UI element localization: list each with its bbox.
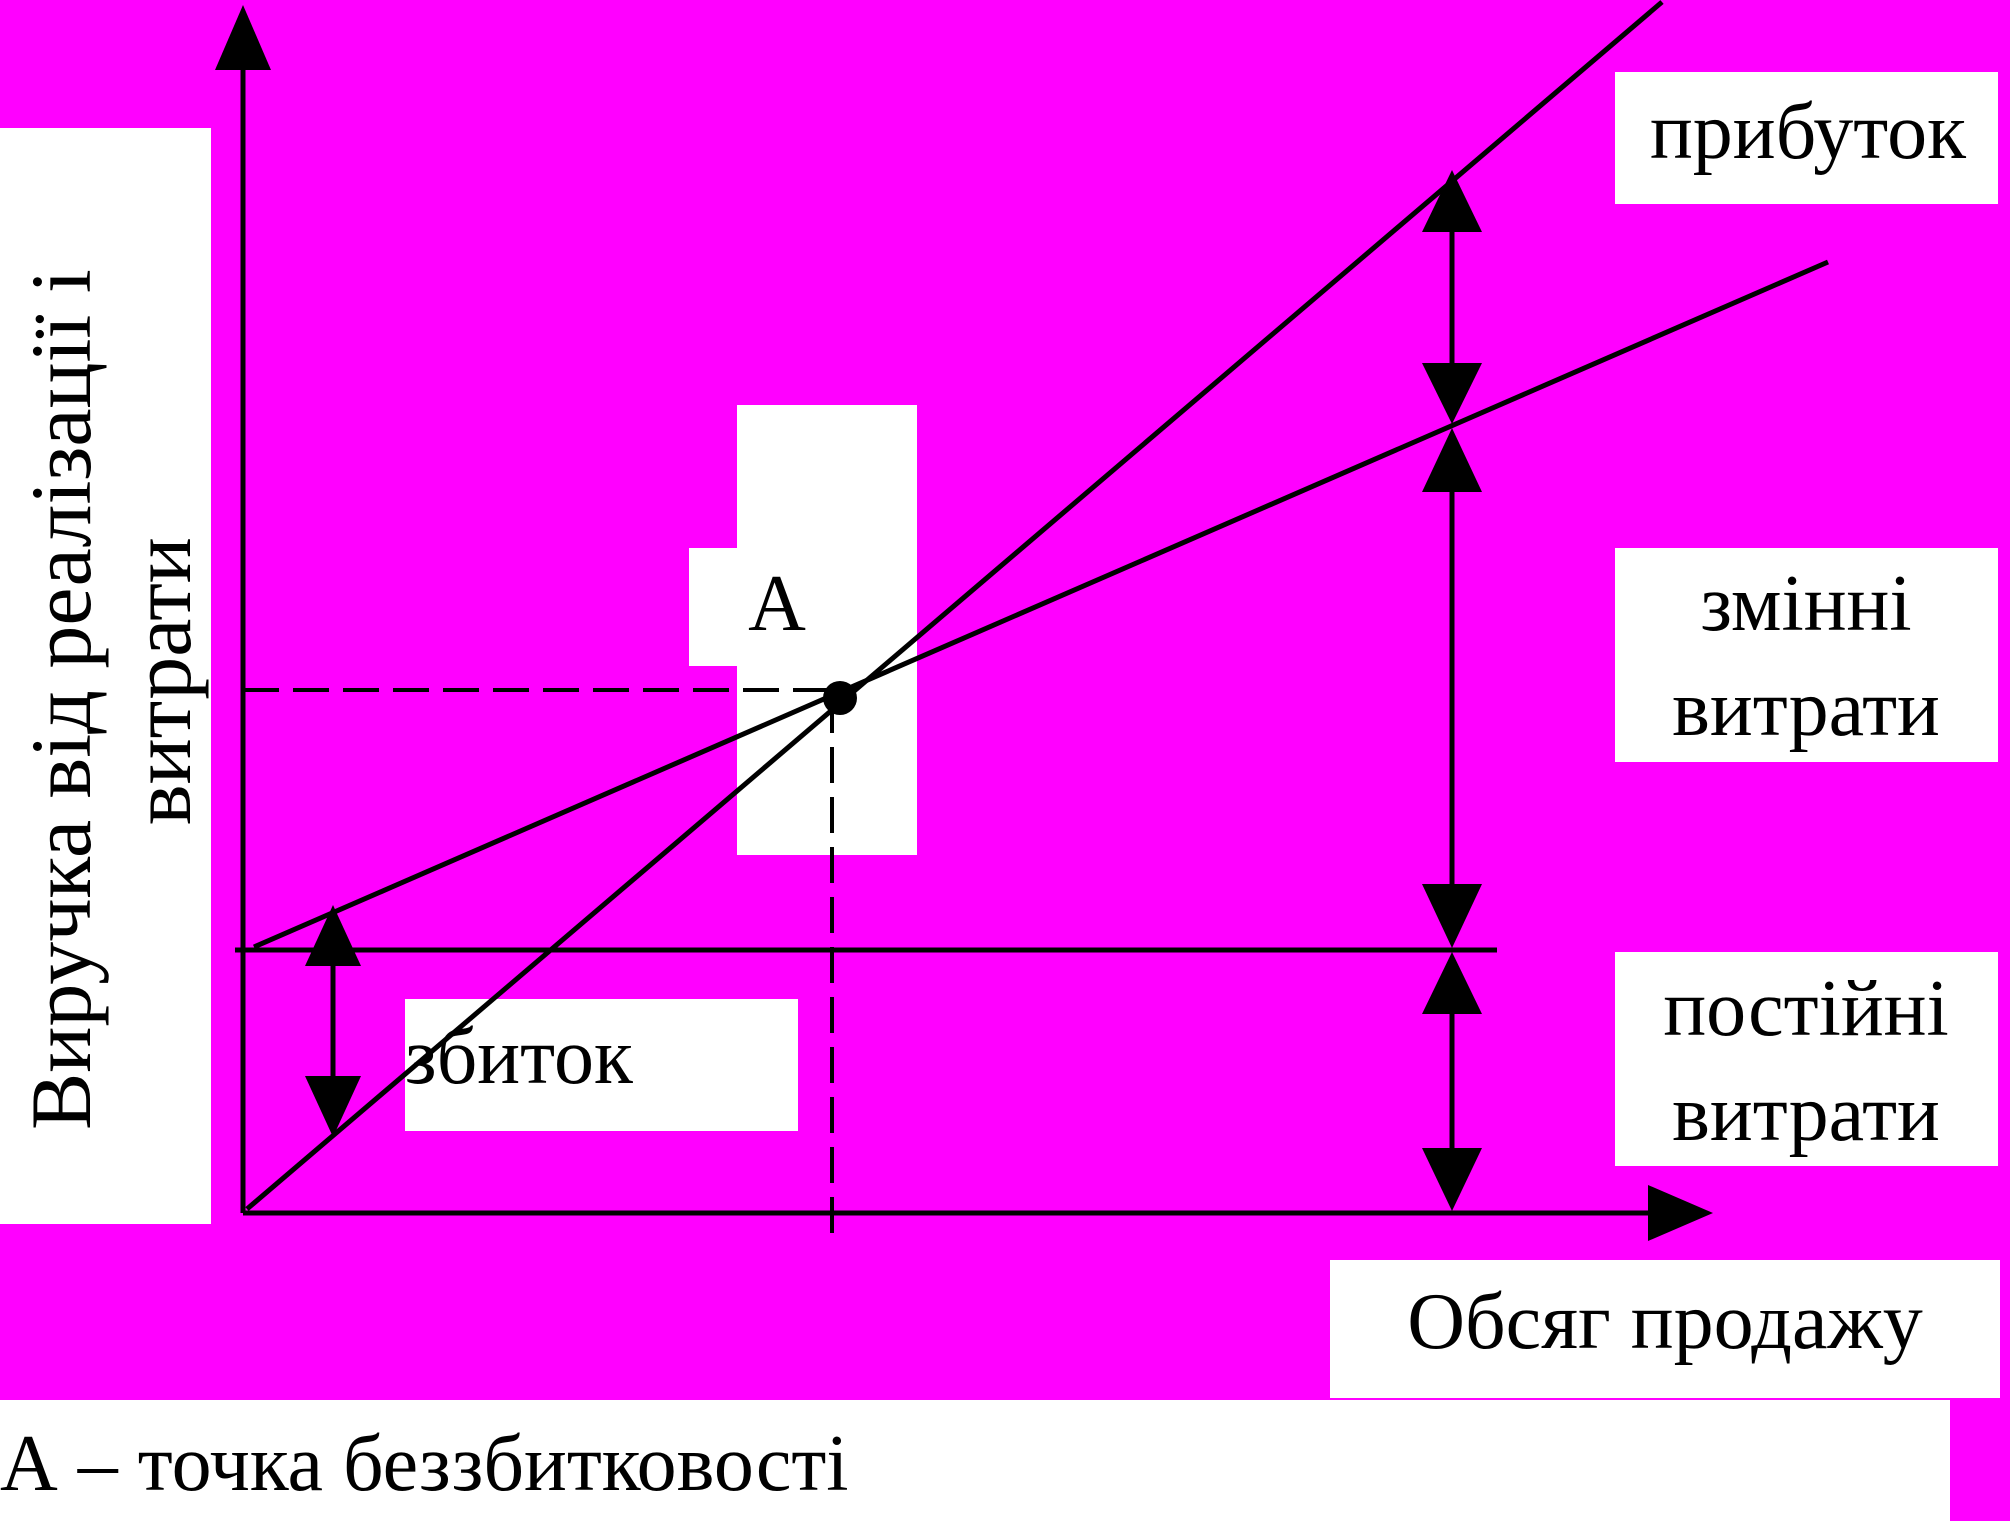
profit-label-box xyxy=(1615,72,1998,204)
fixed-costs-label-box xyxy=(1615,952,1998,1166)
variable-costs-label-line1: змінні xyxy=(1700,560,1911,648)
variable-costs-label-box xyxy=(1615,548,1998,762)
loss-arrowhead-down xyxy=(305,1076,361,1137)
loss-arrowhead-up xyxy=(305,905,361,966)
x-axis-arrowhead xyxy=(1648,1185,1713,1241)
loss-label: збиток xyxy=(405,1013,633,1101)
profit-arrowhead-down xyxy=(1422,363,1482,424)
caption: А – точка беззбитковості xyxy=(0,1420,849,1508)
y-axis-label-line2: витрати xyxy=(113,537,209,825)
fixed-costs-label-line1: постійні xyxy=(1663,965,1948,1053)
caption-background xyxy=(0,1400,1950,1521)
point-label-box xyxy=(737,405,917,855)
revenue-line xyxy=(245,0,1664,1211)
fixed-costs-label-line2: витрати xyxy=(1672,1070,1940,1158)
variable-costs-arrowhead-up xyxy=(1422,428,1482,492)
break-even-point xyxy=(823,681,857,715)
total-costs-line xyxy=(253,259,1829,950)
x-axis-label: Обсяг продажу xyxy=(1407,1278,1923,1366)
point-label: А xyxy=(748,560,806,648)
y-axis-arrowhead xyxy=(215,5,271,70)
y-axis-label-box xyxy=(0,128,211,1224)
profit-label: прибуток xyxy=(1650,88,1966,176)
x-axis-label-box xyxy=(1330,1260,2000,1398)
y-axis-label-line1: Виручка від реалізації і xyxy=(13,269,109,1130)
profit-arrowhead-up xyxy=(1422,170,1482,232)
magenta-right-strip xyxy=(1950,1390,2010,1521)
variable-costs-arrowhead-down xyxy=(1422,884,1482,948)
fixed-costs-arrowhead-down xyxy=(1422,1148,1482,1211)
point-label-box-tab xyxy=(689,548,749,666)
fixed-costs-arrowhead-up xyxy=(1422,952,1482,1014)
variable-costs-label-line2: витрати xyxy=(1672,665,1940,753)
